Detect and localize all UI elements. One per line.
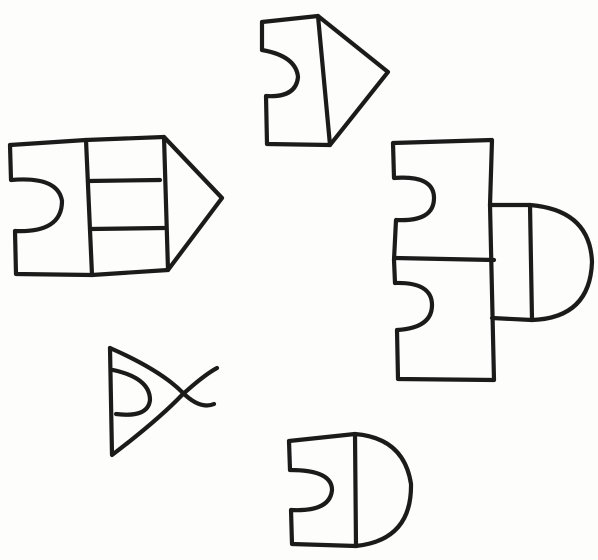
stacked-bite-dome-shape [393,140,592,380]
three-row-arrow-shape [10,137,222,275]
house-with-bite-shape [262,16,388,145]
single-bite-dome-shape [289,434,411,546]
triangle-loop-shape [110,348,217,455]
